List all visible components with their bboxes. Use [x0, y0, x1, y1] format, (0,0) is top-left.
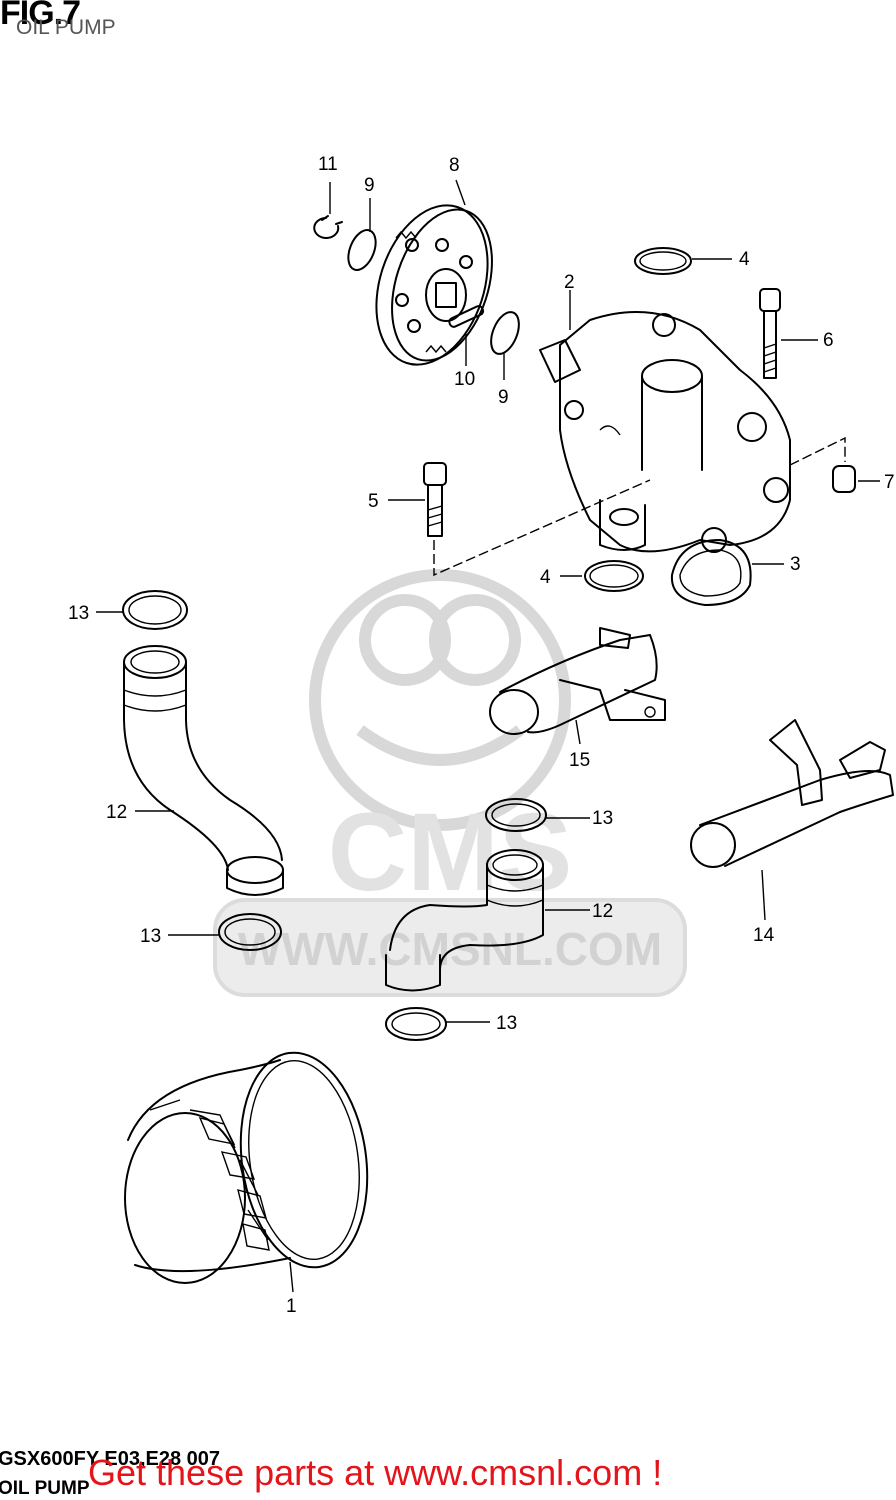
callout-5: 5 [368, 491, 379, 512]
part-9-washer-lower [490, 311, 520, 355]
part-11-circlip [313, 215, 343, 239]
part-10-pin [448, 305, 485, 328]
part-1-oil-filter [124, 1051, 369, 1284]
part-13-oring-b [485, 798, 547, 832]
callout-9-upper: 9 [364, 175, 375, 196]
callout-3: 3 [790, 554, 801, 575]
watermark-url: WWW.CMSNL.COM [238, 923, 662, 975]
part-13-oring-c-inner [224, 918, 276, 946]
part-4-oring-lower [584, 560, 644, 592]
part-13-oring-d-inner [391, 1012, 441, 1036]
callout-14: 14 [753, 925, 775, 946]
watermark: CMS WWW.CMSNL.COM [213, 569, 687, 997]
callout-13-c: 13 [140, 926, 161, 947]
promo-link[interactable]: Get these parts at www.cmsnl.com ! [88, 1452, 663, 1493]
callout-11: 11 [318, 154, 338, 175]
part-13-oring-a-inner [128, 595, 182, 625]
part-7-dowel [832, 465, 856, 493]
callout-12-left: 12 [106, 802, 127, 823]
part-13-oring-c [218, 913, 282, 951]
callout-10: 10 [454, 369, 475, 390]
part-6-bolt [759, 288, 781, 379]
callout-4-upper: 4 [739, 249, 750, 270]
part-8-gear [375, 204, 493, 366]
leader-lines [96, 179, 880, 1293]
watermark-brand: CMS [328, 791, 572, 914]
callout-15: 15 [569, 750, 590, 771]
part-9-washer-upper [347, 229, 377, 271]
part-15-strainer [489, 627, 666, 735]
callout-1: 1 [286, 1296, 297, 1317]
part-4-oring-upper-inner [639, 251, 687, 271]
callout-4-lower: 4 [540, 567, 551, 588]
callout-6: 6 [823, 330, 834, 351]
figure-number: FIG.7 [0, 0, 81, 32]
callout-8: 8 [449, 155, 460, 176]
part-4-oring-upper [634, 247, 692, 275]
callout-13-a: 13 [68, 603, 89, 624]
diagram-name: OIL PUMP [0, 1478, 90, 1499]
part-12-pipe-left [123, 645, 284, 896]
part-2-pump-body [539, 311, 791, 553]
part-13-oring-b-inner [491, 803, 541, 827]
alignment-line-7 [789, 436, 846, 466]
part-5-bolt [423, 462, 447, 537]
callout-9-lower: 9 [498, 387, 509, 408]
part-4-oring-lower-inner [589, 564, 639, 588]
callout-2: 2 [564, 272, 575, 293]
part-14-strainer [690, 719, 894, 868]
callout-7: 7 [884, 472, 895, 493]
part-3-gasket [670, 539, 752, 606]
callout-12-right: 12 [592, 901, 613, 922]
callout-13-d: 13 [496, 1013, 517, 1034]
figure-subtitle: OIL PUMP [16, 16, 116, 39]
alignment-line-5 [433, 479, 651, 577]
callout-13-b: 13 [592, 808, 613, 829]
part-13-oring-d [385, 1007, 447, 1041]
part-12-pipe-right [385, 849, 544, 992]
part-13-oring-a [122, 590, 188, 630]
diagram-code: GSX600FY E03,E28 007 [0, 1448, 221, 1470]
